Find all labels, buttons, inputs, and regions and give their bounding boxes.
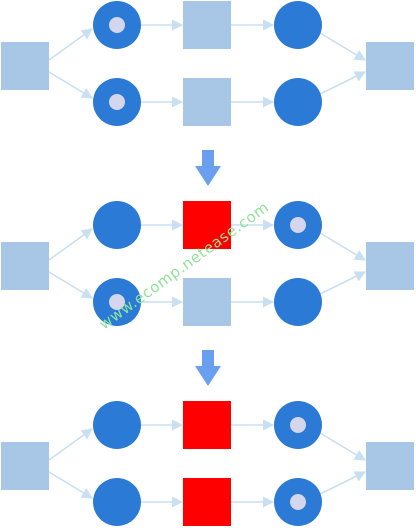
input-place	[93, 201, 141, 249]
fired-transition	[183, 478, 231, 526]
arc-place-to-sink	[319, 232, 366, 261]
step-arrow-down-icon	[195, 350, 221, 386]
arc-place-to-sink	[319, 271, 367, 295]
source-transition	[1, 242, 49, 290]
output-place	[274, 78, 322, 126]
sink-transition	[366, 242, 414, 290]
step-arrow-down-icon	[195, 150, 221, 186]
idle-transition	[183, 278, 231, 326]
arc-place-to-sink	[319, 432, 366, 461]
stage-after-first-transition-fires	[1, 201, 414, 326]
sink-transition	[366, 442, 414, 490]
input-place	[93, 401, 141, 449]
sink-transition	[366, 42, 414, 90]
token	[290, 217, 306, 233]
token	[290, 494, 306, 510]
idle-transition	[183, 78, 231, 126]
idle-transition	[183, 1, 231, 49]
input-place	[93, 478, 141, 526]
token	[109, 94, 125, 110]
step-arrows-layer	[195, 150, 221, 386]
arc-source-to-place	[48, 228, 93, 261]
output-place	[274, 1, 322, 49]
token	[109, 17, 125, 33]
source-transition	[1, 42, 49, 90]
arc-source-to-place	[48, 28, 93, 61]
arc-source-to-place	[48, 71, 93, 99]
stage-initial-marking	[1, 1, 414, 126]
arc-place-to-sink	[319, 71, 367, 95]
arc-source-to-place	[48, 428, 93, 461]
arc-source-to-place	[48, 471, 93, 499]
fired-transition	[183, 201, 231, 249]
source-transition	[1, 442, 49, 490]
arc-place-to-sink	[319, 32, 366, 61]
fired-transition	[183, 401, 231, 449]
output-place	[274, 278, 322, 326]
arc-source-to-place	[48, 271, 93, 299]
arc-place-to-sink	[319, 471, 367, 495]
token	[290, 417, 306, 433]
token	[109, 294, 125, 310]
stage-after-both-transitions-fire	[1, 401, 414, 526]
